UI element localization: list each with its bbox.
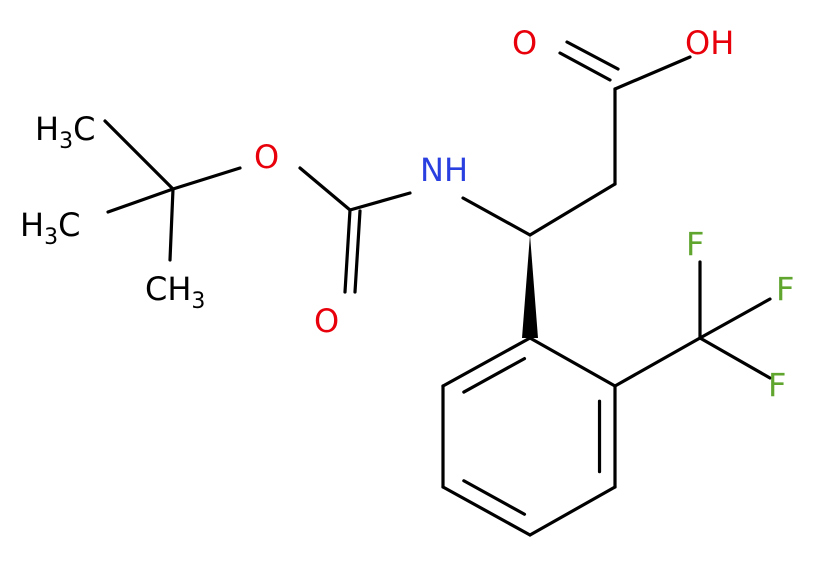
atom-label-ch3-bottom: CH3: [145, 270, 205, 314]
bond-ring-cf3: [613, 336, 702, 388]
bond-chiral-ch2: [528, 182, 617, 237]
atom-label-o-ester: O: [254, 138, 279, 176]
atom-label-o-acid-double: O: [512, 24, 537, 62]
ring-inner-double-3: [462, 356, 527, 394]
bond-cooh-o-double-a: [558, 51, 612, 82]
stereo-wedge-bond: [522, 235, 538, 338]
bond-carbonyl-c-o-double: [353, 209, 362, 294]
ring-bond-3: [528, 485, 617, 537]
atom-label-f1: F: [686, 225, 704, 263]
bond-group: [103, 40, 772, 537]
bond-cf3-f3: [698, 336, 772, 380]
bond-cf3-f2: [698, 297, 772, 340]
ring-bond-4: [441, 485, 532, 537]
ring-bond-1: [528, 336, 617, 388]
ring-inner-double-2: [462, 479, 527, 516]
atom-label-h3c-top: H3C: [35, 110, 95, 154]
atom-label-oh: OH: [685, 24, 734, 62]
bond-o-ester-carbonyl: [298, 166, 352, 212]
ring-bond-6: [441, 336, 532, 388]
bond-carbonyl-n: [348, 191, 412, 212]
bond-n-chiral: [461, 196, 532, 237]
atom-label-o-carbonyl: O: [314, 302, 339, 340]
atom-label-f3: F: [768, 366, 786, 404]
bond-ch3-mid: [106, 187, 175, 214]
bond-ch3-top: [103, 119, 175, 191]
bond-carbonyl-c-o: [343, 208, 352, 294]
atom-label-h3c-mid: H3C: [20, 206, 80, 250]
bond-cooh-oh: [613, 55, 692, 91]
atom-label-f2: F: [776, 270, 794, 308]
bond-ch3-bottom: [168, 187, 175, 262]
bond-cooh-o-double-b: [565, 40, 620, 71]
bond-tbu-o-ester: [171, 166, 242, 191]
atom-label-nh: NH: [420, 151, 468, 189]
